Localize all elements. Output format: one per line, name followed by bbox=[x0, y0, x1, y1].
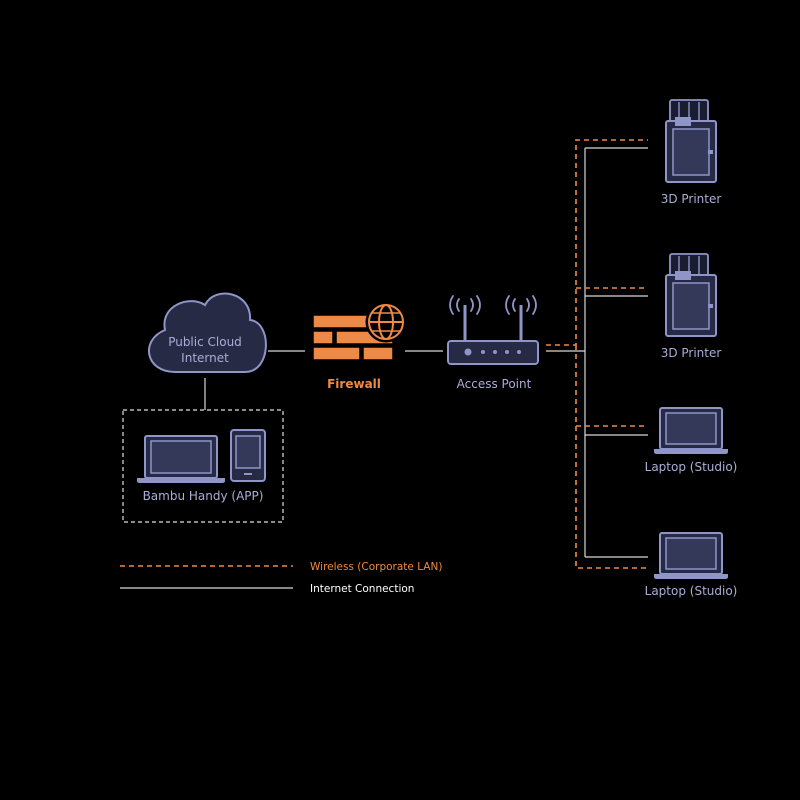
laptop-icon bbox=[137, 435, 225, 483]
wired-connections bbox=[204, 147, 648, 558]
printer-icon bbox=[665, 253, 717, 337]
device-label-3: Laptop (Studio) bbox=[645, 460, 738, 474]
printer-node-1: 3D Printer bbox=[661, 99, 722, 206]
laptop-icon bbox=[654, 532, 728, 579]
firewall-node: Firewall bbox=[312, 301, 407, 391]
laptop-node-2: Laptop (Studio) bbox=[645, 532, 738, 598]
cloud-icon bbox=[148, 292, 267, 373]
wireless-connections bbox=[546, 139, 648, 569]
laptop-node-1: Laptop (Studio) bbox=[645, 407, 738, 474]
device-label-1: 3D Printer bbox=[661, 192, 722, 206]
phone-icon bbox=[230, 429, 266, 482]
legend: Wireless (Corporate LAN) Internet Connec… bbox=[120, 561, 442, 595]
app-group-label: Bambu Handy (APP) bbox=[143, 489, 264, 503]
legend-internet-label: Internet Connection bbox=[310, 583, 414, 595]
legend-wireless-label: Wireless (Corporate LAN) bbox=[310, 561, 442, 573]
app-group: Bambu Handy (APP) bbox=[122, 409, 284, 523]
firewall-label: Firewall bbox=[327, 377, 381, 391]
cloud-label-line2: Internet bbox=[181, 351, 229, 365]
access-point-label: Access Point bbox=[457, 377, 532, 391]
globe-icon bbox=[365, 301, 407, 343]
printer-icon bbox=[665, 99, 717, 183]
public-cloud-node: Public Cloud Internet bbox=[148, 292, 267, 373]
access-point-node: Access Point bbox=[447, 295, 539, 391]
wifi-signal-icon bbox=[449, 295, 537, 315]
printer-node-2: 3D Printer bbox=[661, 253, 722, 360]
router-icon bbox=[447, 305, 539, 365]
laptop-icon bbox=[654, 407, 728, 454]
device-label-4: Laptop (Studio) bbox=[645, 584, 738, 598]
cloud-label-line1: Public Cloud bbox=[168, 335, 242, 349]
device-label-2: 3D Printer bbox=[661, 346, 722, 360]
